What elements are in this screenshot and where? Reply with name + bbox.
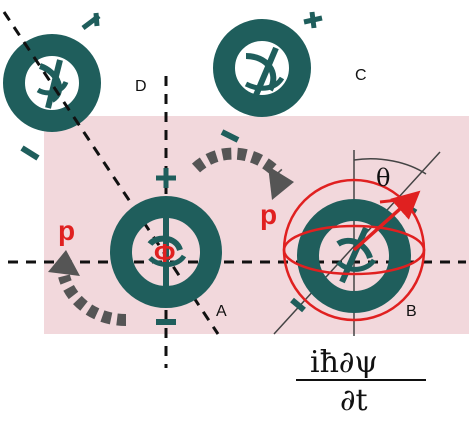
equation-denominator: ∂t — [340, 383, 368, 417]
highlight-region — [44, 116, 469, 334]
label-c: C — [355, 67, 367, 84]
label-phi: Φ — [154, 238, 175, 268]
ring-c-icon — [213, 11, 323, 143]
label-a: A — [216, 303, 227, 320]
label-p-right: p — [260, 199, 277, 230]
curved-arrow-left-icon — [48, 250, 127, 326]
theta-arc — [353, 158, 427, 175]
label-d: D — [135, 78, 147, 95]
label-b: B — [406, 303, 417, 320]
equation-numerator: iħ∂ψ — [310, 345, 378, 380]
label-theta: θ — [376, 164, 390, 192]
label-p-left: p — [58, 215, 75, 246]
ring-d-icon — [3, 12, 101, 161]
curved-arrow-right-icon — [191, 147, 294, 200]
bloch-sphere-icon — [282, 178, 426, 322]
ring-a-icon — [110, 168, 222, 325]
